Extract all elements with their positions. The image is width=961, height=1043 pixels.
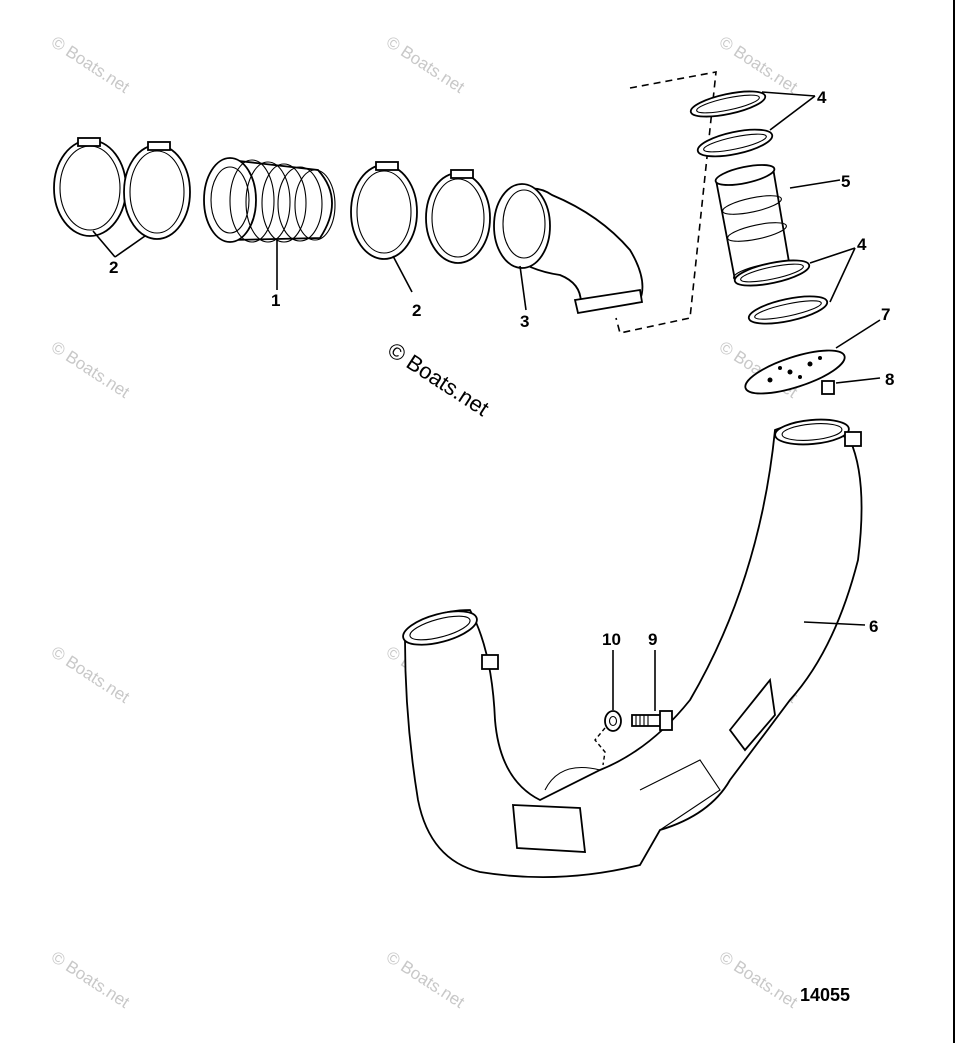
leader-lines bbox=[92, 91, 881, 711]
watermark-tile: © Boats.net bbox=[716, 32, 801, 97]
watermark-tile: © Boats.net bbox=[48, 337, 133, 402]
insert bbox=[821, 380, 835, 395]
clamp-small-top-1 bbox=[689, 90, 767, 118]
callout-7: 7 bbox=[881, 305, 890, 324]
callout-6: 6 bbox=[869, 617, 878, 636]
callout-labels: 2 1 2 3 4 5 4 7 8 6 9 10 bbox=[109, 88, 894, 649]
exhaust-elbow bbox=[493, 183, 644, 315]
watermark-center: © Boats.net bbox=[383, 337, 493, 421]
watermark-tile: © Boats.net bbox=[48, 642, 133, 707]
watermark-tile: © Boats.net bbox=[716, 947, 801, 1012]
exhaust-bellows bbox=[203, 157, 336, 243]
hose-clamp-left-inner bbox=[123, 141, 191, 240]
callout-1: 1 bbox=[271, 291, 280, 310]
callout-4: 4 bbox=[817, 88, 827, 107]
hose-clamp-right-outer bbox=[350, 161, 418, 260]
watermark-tile: © Boats.net bbox=[383, 32, 468, 97]
hose-clamp-left-outer bbox=[53, 137, 127, 237]
exhaust-y-pipe bbox=[402, 418, 863, 879]
callout-8: 8 bbox=[885, 370, 894, 389]
callout-2: 2 bbox=[109, 258, 118, 277]
watermark-tile: © Boats.net bbox=[48, 32, 133, 97]
watermark-tile: © Boats.net bbox=[48, 947, 133, 1012]
fastener-indicator bbox=[594, 727, 606, 766]
service-group-bracket bbox=[615, 71, 717, 334]
watermark-tile: © Boats.net bbox=[383, 947, 468, 1012]
clamp-small-bottom-1 bbox=[733, 259, 811, 287]
callout-10: 10 bbox=[602, 630, 621, 649]
clamp-small-top-2 bbox=[696, 128, 774, 158]
bolt bbox=[631, 710, 673, 731]
callout-4: 4 bbox=[857, 235, 867, 254]
callout-9: 9 bbox=[648, 630, 657, 649]
callout-3: 3 bbox=[520, 312, 529, 331]
callout-2: 2 bbox=[412, 301, 421, 320]
callout-5: 5 bbox=[841, 172, 850, 191]
hose-clamp-right-inner bbox=[425, 169, 491, 264]
gasket bbox=[744, 349, 846, 395]
figure-number: 14055 bbox=[800, 985, 850, 1005]
nut bbox=[604, 710, 622, 732]
clamp-small-bottom-2 bbox=[747, 295, 829, 325]
